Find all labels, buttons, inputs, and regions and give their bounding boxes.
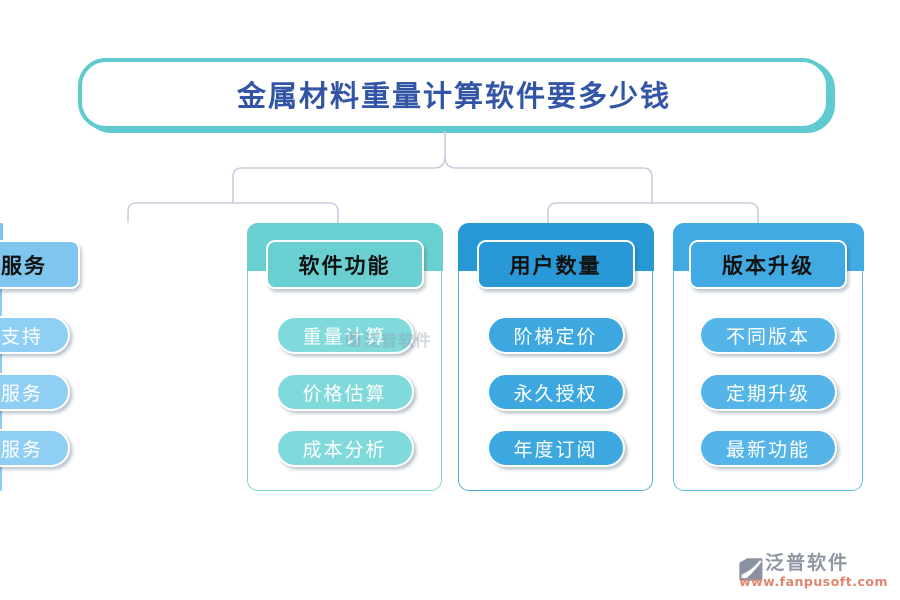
branch-card-version-upgrade: 版本升级 不同版本 定期升级 最新功能 [672,222,864,491]
footer-url-text: www.fanpusoft.com [739,573,888,589]
topic-pill: 不同版本 [699,316,837,354]
topic-pill: 阶梯定价 [486,316,625,354]
topic-pill: 价格估算 [275,373,414,411]
connector-sub-left [127,202,339,223]
topic-pill: 定制服务 [0,429,70,467]
branch-card-software-features: 软件功能 重量计算 价格估算 成本分析 [246,222,443,491]
topic-pill: 最新功能 [699,429,837,467]
topic-pill: 年度订阅 [486,429,625,467]
fanpu-logo-icon [739,557,763,581]
topic-pill: 重量计算 [275,316,414,354]
branch-card-additional-services: 附加服务 技术支持 培训服务 定制服务 [0,222,80,491]
branch-card-user-count: 用户数量 阶梯定价 永久授权 年度订阅 [457,222,654,491]
topic-pill: 成本分析 [275,429,414,467]
footer-watermark: 泛普软件 www.fanpusoft.com [736,551,888,589]
topic-pill: 定期升级 [699,373,837,411]
root-topic-box: 金属材料重量计算软件要多少钱 [78,58,830,130]
connector-sub-right [547,202,759,223]
branch-header: 版本升级 [689,240,847,289]
topic-pill: 永久授权 [486,373,625,411]
root-topic-text: 金属材料重量计算软件要多少钱 [236,79,671,113]
branch-header: 软件功能 [265,240,424,289]
topic-pill: 培训服务 [0,373,70,411]
connector-branch-left [232,155,446,203]
connector-branch-right [444,155,653,203]
topic-pill: 技术支持 [0,316,70,354]
branch-header: 附加服务 [0,240,80,289]
footer-brand-text: 泛普软件 [765,551,850,574]
branch-header: 用户数量 [476,240,635,289]
